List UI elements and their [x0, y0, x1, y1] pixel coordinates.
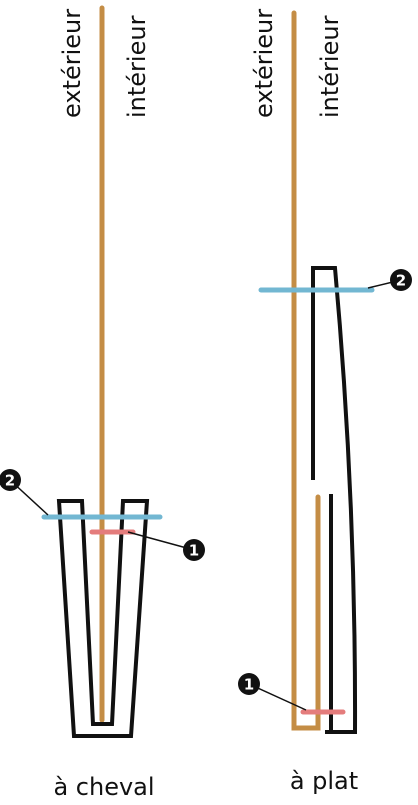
left-exterieur-label: extérieur: [58, 9, 86, 118]
left-marker-2-badge: [0, 469, 21, 491]
left-marker-1-leader: [127, 531, 195, 551]
right-marker-1-text: 1: [244, 676, 254, 694]
left-figure: extérieur intérieur 2 1 à cheval: [0, 5, 205, 801]
right-marker-2-badge: [390, 269, 412, 291]
right-rod: [291, 10, 321, 731]
left-marker-1-badge: [183, 539, 205, 561]
left-marker-1-text: 1: [189, 542, 199, 560]
right-exterieur-label: extérieur: [250, 9, 278, 118]
right-marker-1-badge: [238, 673, 260, 695]
left-interieur-label: intérieur: [123, 15, 151, 118]
right-holder-upper-left: [311, 266, 358, 734]
left-caption: à cheval: [53, 773, 154, 800]
right-caption: à plat: [290, 767, 358, 795]
right-figure: extérieur intérieur 2 1 à plat: [238, 9, 412, 795]
right-interieur-label: intérieur: [316, 15, 344, 118]
left-marker-2-text: 2: [5, 472, 15, 490]
right-marker-2-text: 2: [396, 272, 406, 290]
left-holder-outline: [56, 499, 150, 738]
